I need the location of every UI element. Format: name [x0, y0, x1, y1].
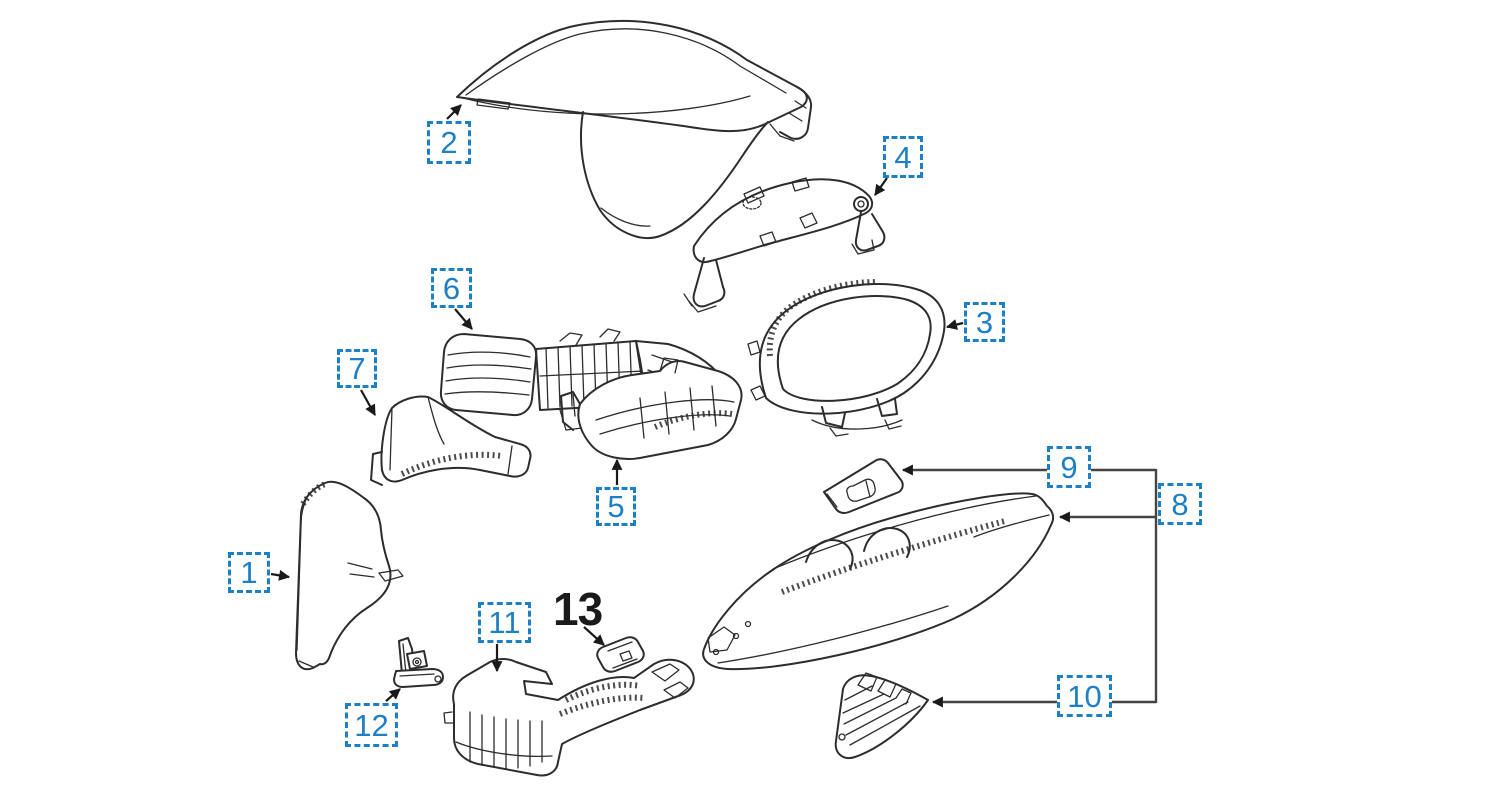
callout-arrow-1 — [270, 569, 291, 581]
callout-connector-lines — [901, 464, 1158, 708]
callout-label-3[interactable]: 3 — [964, 302, 1005, 342]
callout-arrow-13 — [583, 626, 605, 646]
callout-label-13[interactable]: 13 — [553, 583, 603, 635]
callout-arrow-3 — [945, 319, 964, 330]
callout-label-5[interactable]: 5 — [596, 487, 636, 526]
callout-arrow-2 — [446, 104, 462, 120]
callout-label-7[interactable]: 7 — [337, 349, 377, 388]
callout-label-2[interactable]: 2 — [427, 121, 471, 164]
callout-arrow-4 — [874, 177, 888, 196]
callout-label-12[interactable]: 12 — [345, 703, 398, 747]
callout-arrows — [270, 104, 964, 702]
part-drawing-9 — [823, 458, 904, 514]
callout-label-1[interactable]: 1 — [228, 552, 270, 593]
callout-label-4[interactable]: 4 — [883, 136, 923, 178]
callout-label-11[interactable]: 11 — [478, 602, 531, 643]
part-drawing-1 — [295, 480, 404, 671]
callout-label-8[interactable]: 8 — [1158, 483, 1202, 525]
callout-label-9[interactable]: 9 — [1047, 446, 1091, 488]
part-drawing-7 — [370, 395, 532, 486]
callout-arrow-7 — [360, 389, 376, 416]
callout-arrow-12 — [385, 688, 401, 702]
part-drawing-11 — [443, 658, 695, 777]
callout-label-6[interactable]: 6 — [431, 268, 472, 308]
callout-arrow-6 — [454, 308, 473, 330]
part-drawing-3 — [747, 279, 946, 437]
part-drawing-5 — [560, 357, 743, 460]
part-drawing-13 — [596, 636, 645, 673]
part-drawing-12 — [393, 637, 444, 688]
callout-label-10[interactable]: 10 — [1057, 675, 1112, 717]
part-drawing-4 — [683, 177, 886, 313]
part-drawing-10 — [834, 672, 929, 759]
part-drawing-2 — [456, 19, 813, 239]
part-drawing-8 — [702, 492, 1055, 671]
